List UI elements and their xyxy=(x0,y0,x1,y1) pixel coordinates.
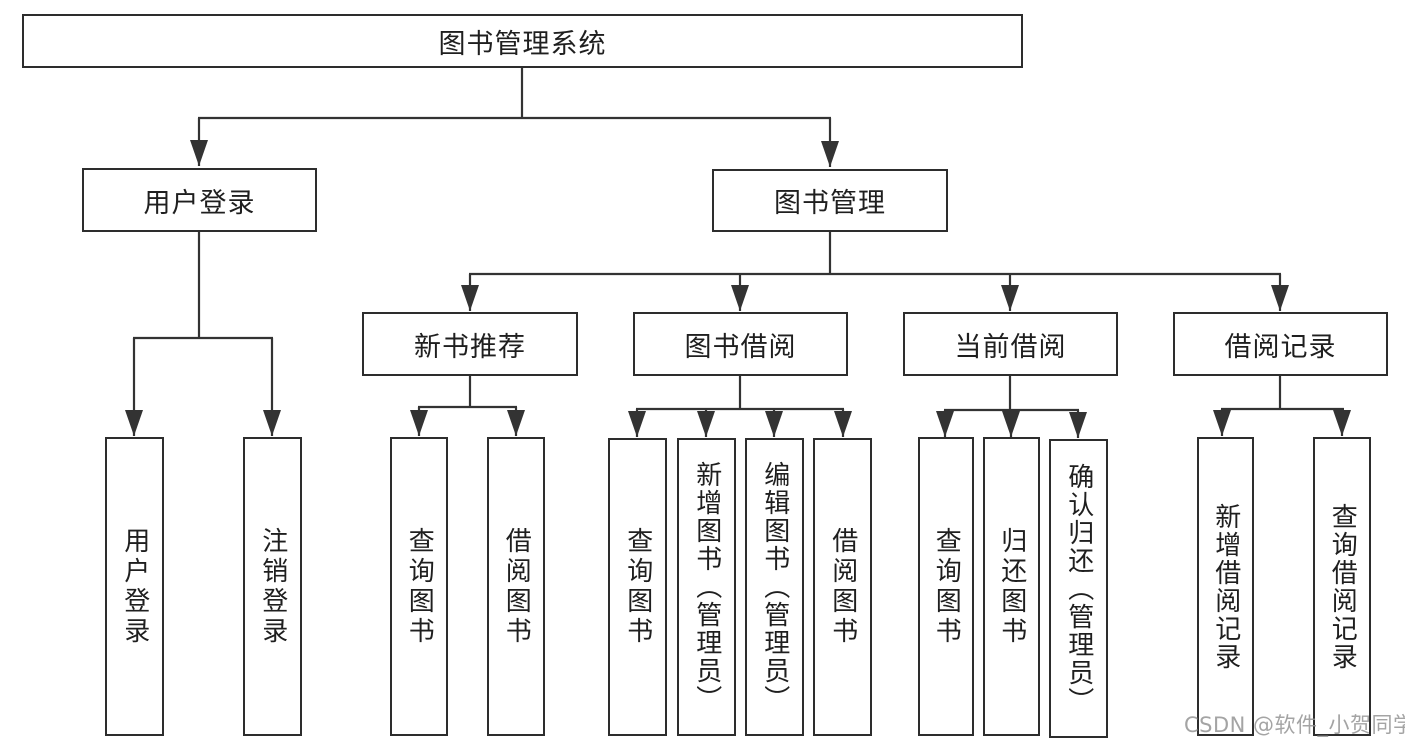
node-current-borrow: 当前借阅 xyxy=(903,312,1118,376)
leaf-user-login: 用户登录 xyxy=(105,437,164,736)
leaf-add-borrow-record: 新增借阅记录 xyxy=(1197,437,1254,736)
leaf-confirm-return-admin: 确认归还（管理员） xyxy=(1049,439,1108,738)
node-borrow-records: 借阅记录 xyxy=(1173,312,1388,376)
node-new-book-recommend: 新书推荐 xyxy=(362,312,578,376)
leaf-logout: 注销登录 xyxy=(243,437,302,736)
leaf-add-books-admin: 新增图书（管理员） xyxy=(677,438,736,736)
leaf-return-books: 归还图书 xyxy=(983,437,1040,736)
leaf-recommend-query-books: 查询图书 xyxy=(390,437,448,736)
leaf-recommend-borrow-books: 借阅图书 xyxy=(487,437,545,736)
leaf-query-borrow-record: 查询借阅记录 xyxy=(1313,437,1371,736)
leaf-edit-books-admin: 编辑图书（管理员） xyxy=(745,438,804,736)
watermark-text: CSDN @软件_小贺同学 xyxy=(1184,713,1405,737)
leaf-current-query-books: 查询图书 xyxy=(918,437,974,736)
node-book-borrow: 图书借阅 xyxy=(633,312,848,376)
leaf-borrow-query-books: 查询图书 xyxy=(608,438,667,736)
node-book-management: 图书管理 xyxy=(712,169,948,232)
leaf-borrow-books: 借阅图书 xyxy=(813,438,872,736)
node-user-login: 用户登录 xyxy=(82,168,317,232)
node-root: 图书管理系统 xyxy=(22,14,1023,68)
